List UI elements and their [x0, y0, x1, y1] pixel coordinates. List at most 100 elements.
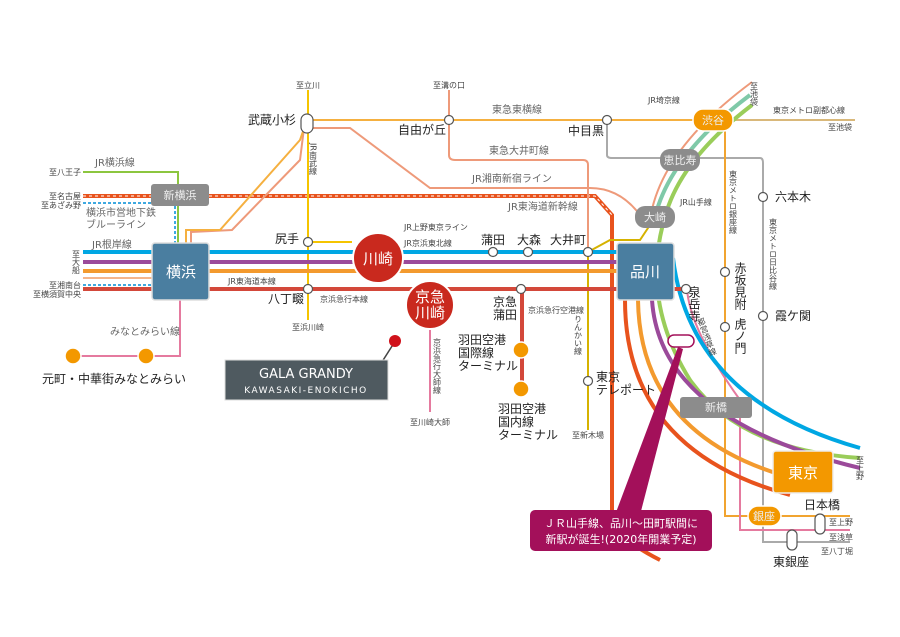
shinkansen-arc	[623, 299, 791, 497]
dest-hatchobori: 至八丁堀	[821, 547, 853, 556]
label-saikyo: JR埼京線	[647, 95, 680, 105]
station-keikyu-kamata[interactable]	[515, 283, 527, 295]
label-ginza-line: 東京メトロ銀座線	[729, 169, 738, 234]
label-haneda-intl-1: 羽田空港	[458, 333, 506, 347]
station-hatchonawate[interactable]	[302, 283, 314, 295]
station-haneda-intl[interactable]	[512, 341, 530, 359]
label-jr-negishi: JR根岸線	[91, 238, 132, 251]
label-omori: 大森	[517, 232, 541, 247]
label-keikyu-kamata-2: 蒲田	[493, 308, 517, 322]
station-ginza[interactable]: 銀座	[747, 505, 782, 527]
shibuya-label: 渋谷	[702, 114, 724, 127]
station-motomachi[interactable]	[64, 347, 82, 365]
station-roppongi[interactable]	[757, 191, 769, 203]
station-ebisu[interactable]: 恵比寿	[660, 149, 700, 171]
station-tokyo-teleport[interactable]	[582, 375, 594, 387]
keihin-tohoku-arc	[671, 257, 861, 450]
label-jr-nambu: JR南武線	[309, 142, 318, 175]
label-keikyu-kamata-1: 京急	[493, 294, 517, 309]
dest-shin-kiba: 至新木場	[572, 430, 604, 440]
station-kawasaki[interactable]: 川崎	[352, 232, 404, 284]
label-minatomirai: みなとみらい	[114, 372, 186, 386]
label-keikyu-daishi: 京浜急行大師線	[433, 337, 442, 394]
shinbashi-label: 新橋	[705, 400, 727, 414]
destination-labels: 至八王子 至名古屋 至あざみ野 至大船 至湘南台 至横須賀中央 至立川 至溝の口…	[33, 80, 865, 556]
station-kamata[interactable]	[487, 246, 499, 258]
dest-ikebukuro-jr: 至池袋	[750, 82, 759, 107]
oimachi-line	[448, 90, 589, 252]
station-shibuya[interactable]: 渋谷	[692, 108, 734, 132]
station-oimachi[interactable]	[582, 246, 594, 258]
station-omori[interactable]	[522, 246, 534, 258]
new-station-marker[interactable]	[667, 334, 695, 348]
label-blue-line-1: 横浜市営地下鉄	[86, 206, 156, 219]
keikyu-kawasaki-label-2: 川崎	[415, 304, 445, 322]
station-keikyu-kawasaki[interactable]: 京急 川崎	[405, 280, 455, 330]
dest-hachioji: 至八王子	[49, 168, 81, 177]
ebisu-label: 恵比寿	[664, 153, 697, 167]
station-jiyugaoka[interactable]	[443, 114, 455, 126]
label-akasaka-mitsuke: 赤坂見附	[733, 262, 747, 310]
station-osaki[interactable]: 大崎	[635, 206, 675, 228]
station-shinbashi[interactable]: 新橋	[680, 397, 752, 418]
label-haneda-intl-3: ターミナル	[458, 359, 518, 373]
osaki-label: 大崎	[644, 210, 666, 224]
line-labels: JR横浜線 横浜市営地下鉄 ブルーライン JR根岸線 JR東海道本線 みなとみら…	[86, 95, 845, 394]
dest-ikebukuro-metro: 至池袋	[828, 122, 852, 132]
dest-nagoya: 至名古屋	[49, 191, 81, 201]
yokohama-label: 横浜	[166, 263, 196, 281]
station-kasumigaseki[interactable]	[757, 310, 769, 322]
label-yamanote: JR山手線	[679, 197, 712, 207]
ginza-line	[724, 120, 850, 517]
tokyo-label: 東京	[788, 464, 818, 482]
hibiya-line	[606, 120, 850, 543]
station-higashi-ginza[interactable]	[786, 529, 798, 551]
label-motomachi: 元町・中華街	[42, 371, 114, 386]
dest-hama-kawasaki: 至浜川崎	[292, 322, 324, 332]
station-minatomirai[interactable]	[137, 347, 155, 365]
jr-yokohama-line	[83, 171, 179, 243]
station-akasaka-mitsuke[interactable]	[719, 266, 731, 278]
label-blue-line-2: ブルーライン	[86, 218, 146, 231]
minatomirai-line	[73, 300, 181, 357]
shin-yokohama-label: 新横浜	[164, 188, 197, 202]
label-jiyugaoka: 自由が丘	[398, 122, 446, 137]
station-yokohama[interactable]: 横浜	[151, 242, 210, 301]
station-musashi-kosugi[interactable]	[300, 113, 314, 134]
station-shitte[interactable]	[302, 236, 314, 248]
label-keihin-tohoku: JR京浜東北線	[403, 238, 452, 248]
label-rinkai: りんかい線	[574, 315, 583, 355]
dest-shonandai: 至湘南台	[49, 280, 81, 290]
station-shinagawa[interactable]: 品川	[616, 242, 675, 301]
label-shonan-shinjuku: JR湘南新宿ライン	[471, 172, 552, 185]
location-pin-icon	[389, 335, 401, 347]
label-ueno-tokyo: JR上野東京ライン	[403, 222, 468, 232]
dest-azamino: 至あざみ野	[41, 200, 81, 210]
small-stations	[64, 113, 826, 551]
label-haneda-dom-3: ターミナル	[498, 428, 558, 442]
station-nihombashi-metro[interactable]	[814, 513, 826, 535]
label-nihombashi: 日本橋	[804, 498, 840, 512]
callout-line-2: 新駅が誕生!(2020年開業予定)	[546, 532, 697, 546]
station-nakameguro[interactable]	[601, 114, 613, 126]
jr-nambu-line	[307, 90, 352, 320]
shinagawa-label: 品川	[630, 263, 660, 281]
dest-ueno-jr: 至上野	[856, 456, 865, 480]
station-shin-yokohama[interactable]: 新横浜	[151, 184, 209, 206]
label-roppongi: 六本木	[775, 190, 811, 204]
label-nakameguro: 中目黒	[568, 123, 604, 138]
dest-kawasaki-daishi: 至川崎大師	[410, 417, 450, 427]
label-fukutoshin: 東京メトロ副都心線	[773, 105, 845, 115]
label-sengakuji: 泉岳寺	[687, 286, 701, 322]
kawasaki-label: 川崎	[363, 250, 393, 268]
station-sengakuji[interactable]	[680, 283, 692, 295]
station-haneda-dom[interactable]	[512, 380, 530, 398]
label-keikyu-main: 京浜急行本線	[320, 294, 368, 304]
shinkansen-dash	[83, 195, 613, 216]
station-labels: 武蔵小杉 自由が丘 中目黒 尻手 八丁畷 蒲田 大森 大井町 京急 蒲田 羽田空…	[42, 113, 840, 569]
dest-tachikawa: 至立川	[296, 80, 320, 90]
station-toranomon[interactable]	[719, 321, 731, 333]
property-marker[interactable]: GALA GRANDY KAWASAKI-ENOKICHO	[224, 335, 401, 401]
station-tokyo[interactable]: 東京	[772, 450, 834, 494]
new-station-callout: ＪＲ山手線、品川〜田町駅間に 新駅が誕生!(2020年開業予定)	[530, 347, 712, 551]
